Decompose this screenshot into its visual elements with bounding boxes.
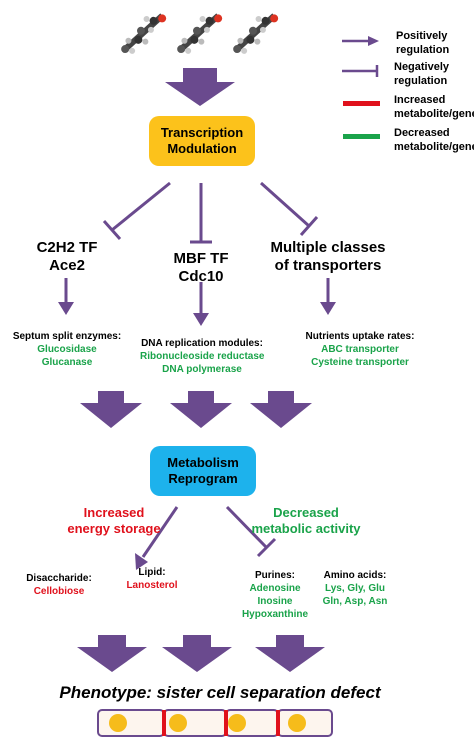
metabolite-title: Purines:	[254, 570, 295, 581]
box-line: Transcription	[160, 124, 244, 140]
module-item: ABC transporter	[321, 344, 399, 355]
dna-module: DNA replication modules: Ribonucleoside …	[140, 337, 264, 376]
module-item: DNA polymerase	[162, 364, 242, 375]
septum	[276, 710, 280, 736]
effect-line: energy storage	[67, 520, 161, 536]
legend-decreased-swatch	[343, 134, 380, 139]
node-line: of transporters	[274, 257, 382, 274]
arrow-head	[193, 313, 209, 326]
metabolism-reprogram-box: Metabolism Reprogram	[150, 446, 256, 496]
metabolite-title: Lipid:	[138, 567, 166, 578]
molecule-icon	[177, 13, 223, 54]
c2h2-tf-label: C2H2 TF Ace2	[30, 239, 104, 275]
node-line: Multiple classes	[270, 239, 386, 256]
cell-nucleus	[288, 714, 306, 732]
metabolite-title: Amino acids:	[323, 570, 387, 581]
inhibit-bar	[299, 216, 319, 236]
phenotype-title: Phenotype: sister cell separation defect	[59, 683, 381, 702]
transcription-modulation-box: Transcription Modulation	[149, 116, 255, 166]
molecule-icon	[121, 13, 167, 54]
transporters-label: Multiple classes of transporters	[262, 239, 394, 275]
cell-nucleus	[169, 714, 187, 732]
mbf-tf-label: MBF TF Cdc10	[164, 250, 238, 286]
metabolite-item: Hypoxanthine	[241, 609, 309, 620]
arrow-head	[135, 553, 148, 570]
block-arrow	[255, 635, 325, 672]
block-arrow	[77, 635, 147, 672]
inhibit-line	[259, 181, 311, 228]
cell-row	[97, 709, 333, 737]
module-item: Glucanase	[41, 357, 93, 368]
module-item: Glucosidase	[37, 344, 97, 355]
box-line: Metabolism	[167, 454, 239, 470]
legend-positive-label: Positively regulation	[396, 30, 450, 56]
septum-module: Septum split enzymes: Glucosidase Glucan…	[0, 330, 134, 369]
inhibit-line	[111, 181, 171, 232]
module-item: Cysteine transporter	[311, 357, 409, 368]
node-line: MBF TF	[173, 250, 229, 267]
block-arrow	[250, 391, 312, 428]
inhibit-bar	[256, 537, 277, 558]
block-arrow	[80, 391, 142, 428]
metabolite-item: Adenosine	[249, 583, 301, 594]
effect-line: Decreased	[273, 505, 339, 520]
metabolite-item: Lanosterol	[126, 580, 178, 591]
purines-group: Purines: Adenosine Inosine Hypoxanthine	[236, 569, 314, 621]
module-title: Nutrients uptake rates:	[305, 331, 415, 342]
nutrients-module: Nutrients uptake rates: ABC transporter …	[296, 330, 424, 369]
effect-line: Increased	[83, 505, 145, 520]
legend-negative-label: Negatively regulation	[394, 61, 450, 87]
metabolite-title: Disaccharide:	[26, 573, 92, 584]
module-item: Ribonucleoside reductase	[140, 351, 265, 362]
inhibit-line	[225, 505, 268, 549]
cell-nucleus	[109, 714, 127, 732]
legend	[342, 36, 380, 139]
increased-effect-label: Increased energy storage	[58, 505, 170, 536]
legend-decreased-label: Decreased metabolite/genes	[394, 127, 474, 153]
block-arrow	[165, 68, 235, 106]
legend-increased-swatch	[343, 101, 380, 106]
lipid-group: Lipid: Lanosterol	[118, 566, 186, 592]
disaccharide-group: Disaccharide: Cellobiose	[14, 572, 104, 598]
metabolite-item: Gln, Asp, Asn	[322, 596, 388, 607]
metabolite-item: Cellobiose	[33, 586, 85, 597]
metabolite-item: Lys, Gly, Glu	[324, 583, 385, 594]
metabolite-item: Inosine	[257, 596, 293, 607]
molecule-icon	[233, 13, 279, 54]
amino-acids-group: Amino acids: Lys, Gly, Glu Gln, Asp, Asn	[316, 569, 394, 608]
box-line: Reprogram	[168, 471, 238, 486]
arrow-head	[58, 302, 74, 315]
block-arrow	[170, 391, 232, 428]
arrow-head	[320, 302, 336, 315]
legend-positive-head	[368, 36, 379, 46]
block-arrow	[162, 635, 232, 672]
septum	[162, 710, 166, 736]
inhibit-bar	[102, 220, 122, 240]
node-line: Cdc10	[178, 268, 224, 285]
module-title: DNA replication modules:	[141, 338, 263, 349]
cell-nucleus	[228, 714, 246, 732]
legend-increased-label: Increased metabolite/genes	[394, 94, 474, 120]
cell	[97, 709, 165, 737]
septum	[224, 710, 228, 736]
node-line: C2H2 TF	[36, 239, 98, 256]
decreased-effect-label: Decreased metabolic activity	[240, 505, 372, 536]
effect-line: metabolic activity	[251, 520, 361, 536]
box-line: Modulation	[167, 141, 237, 156]
node-line: Ace2	[49, 257, 85, 274]
arrow-line	[141, 506, 179, 558]
module-title: Septum split enzymes:	[12, 331, 122, 342]
